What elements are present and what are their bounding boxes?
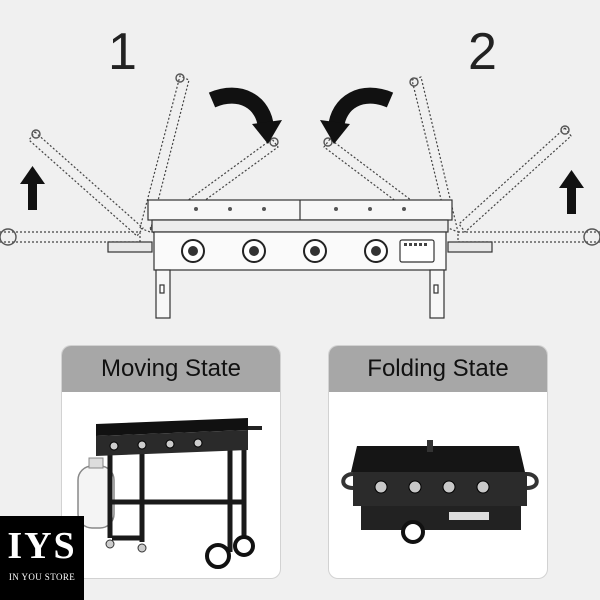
curved-arrow-right-icon [208,87,282,144]
store-logo: IYS IN YOU STORE [0,516,84,600]
curved-arrow-left-icon [320,87,394,144]
step-number-2: 2 [468,23,497,81]
griddle-top [96,418,262,456]
logo-tagline: IN YOU STORE [8,572,76,582]
up-arrow-icon [559,170,584,214]
propane-tank [77,457,115,529]
folding-state-title: Folding State [329,346,547,392]
logo-mark: IYS [7,525,77,567]
up-arrow-icon [20,166,45,210]
griddle-cart-image [77,418,262,569]
griddle-front [107,199,493,319]
folded-griddle [341,440,539,544]
folding-state-card: Folding State [329,346,547,578]
moving-state-title: Moving State [62,346,280,392]
moving-state-card: Moving State [62,346,280,578]
folded-griddle-image [341,440,539,544]
folding-diagram [0,73,600,319]
cart-wheels [105,535,255,569]
step-number-1: 1 [108,23,137,81]
cart-frame [107,442,247,552]
